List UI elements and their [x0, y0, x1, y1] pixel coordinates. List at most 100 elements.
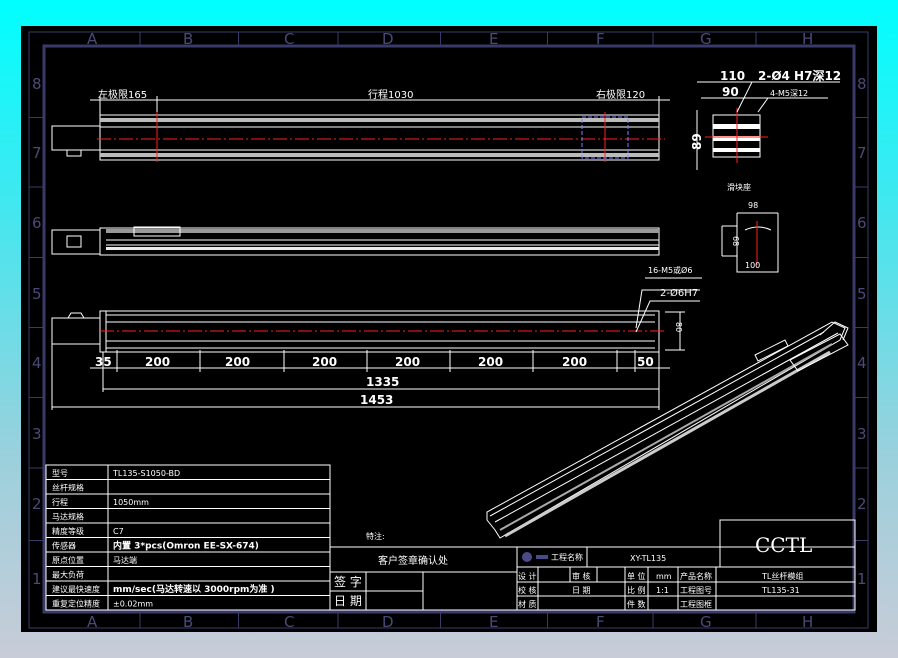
unit-label: 单 位: [627, 571, 646, 581]
top-view: 左极限165 行程1030 右极限120: [51, 88, 670, 162]
spec-label: 最大负荷: [52, 570, 84, 580]
front-view: [51, 226, 660, 256]
pitch-dimension-label: 200: [478, 355, 503, 369]
zone-row-label: 4: [32, 354, 42, 372]
height-89-label: 89: [690, 133, 704, 150]
spec-value: 内置 3*pcs(Omron EE-SX-674): [113, 540, 259, 552]
spec-label: 建议最快速度: [52, 584, 100, 594]
isometric-view: [486, 321, 849, 539]
zone-column-label: C: [284, 30, 294, 48]
zone-dividers: [29, 32, 868, 628]
zone-column-label: F: [596, 30, 605, 48]
drawing-number-label: 工程图号: [680, 586, 712, 595]
slider-label: 滑块座: [727, 182, 751, 192]
design-label: 设 计: [518, 571, 537, 581]
zone-column-label: A: [87, 30, 98, 48]
zone-row-label: 6: [32, 214, 42, 232]
pitch-dimension-label: 200: [562, 355, 587, 369]
title-block: CCTL 工程名称 XY-TL135 设 计 校 核 材 质 审 核 日 期 单…: [516, 519, 856, 611]
zone-row-label: 3: [32, 425, 42, 443]
spec-value: mm/sec(马达转速以 3000rpm为准 ): [113, 583, 275, 595]
pitch-dimension-label: 200: [225, 355, 250, 369]
pitch-dimension-label: 200: [312, 355, 337, 369]
material-label: 材 质: [518, 599, 537, 609]
left-limit-label: 左极限165: [98, 88, 147, 101]
zone-row-label: 7: [857, 144, 867, 162]
zone-row-label: 2: [857, 495, 867, 513]
project-name-label: 工程名称: [551, 552, 583, 562]
spec-label: 丝杆规格: [52, 483, 84, 493]
pin-note: 2-Ø6H7: [660, 287, 698, 299]
zone-row-label: 1: [857, 570, 867, 588]
scale-value: 1:1: [656, 586, 669, 595]
width-110-label: 110: [720, 69, 745, 83]
project-name: XY-TL135: [630, 554, 666, 563]
spec-label: 行程: [52, 497, 68, 507]
pitch-dimension-label: 200: [145, 355, 170, 369]
scale-label: 比 例: [627, 585, 646, 595]
spec-label: 原点位置: [52, 555, 84, 565]
drawing-frame: [42, 44, 856, 614]
right-limit-label: 右极限120: [596, 88, 645, 101]
zone-column-label: D: [382, 613, 394, 631]
spec-value: ±0.02mm: [113, 600, 153, 609]
zone-row-label: 1: [32, 570, 42, 588]
zone-column-label: E: [489, 30, 498, 48]
zone-column-label: B: [183, 30, 193, 48]
drawing-number: TL135-31: [761, 586, 800, 595]
zone-column-label: H: [802, 30, 813, 48]
company-logo: CCTL: [755, 533, 812, 557]
customer-confirmation-block: 特注: 客户签章确认处 签 字 日 期: [329, 531, 518, 611]
zone-column-label: B: [183, 613, 193, 631]
date-label: 日 期: [334, 594, 362, 608]
approve-label: 日 期: [572, 586, 591, 595]
check-label: 校 核: [518, 585, 537, 595]
zone-column-label: G: [700, 613, 712, 631]
zone-row-label: 8: [857, 75, 867, 93]
zone-column-label: G: [700, 30, 712, 48]
zone-row-label: 5: [32, 285, 42, 303]
zone-row-label: 4: [857, 354, 867, 372]
zone-column-label: F: [596, 613, 605, 631]
zone-row-label: 2: [32, 495, 42, 513]
zone-row-label: 3: [857, 425, 867, 443]
customer-confirm-title: 客户签章确认处: [378, 554, 448, 567]
spec-label: 传感器: [52, 541, 76, 551]
spec-value: C7: [113, 527, 124, 536]
spec-value: 马达端: [113, 555, 137, 565]
product-name: TL丝杆模组: [761, 571, 803, 581]
spec-value: TL135-S1050-BD: [112, 469, 180, 478]
carriage-outline: [581, 116, 629, 159]
unit-value: mm: [656, 572, 672, 581]
length-1335-label: 1335: [366, 375, 399, 389]
drawing-frame-label: 工程图框: [680, 599, 712, 609]
sign-label: 签 字: [334, 574, 362, 589]
thread-note: 4-M5深12: [770, 89, 808, 98]
special-note-label: 特注:: [366, 531, 385, 541]
product-name-label: 产品名称: [680, 571, 712, 581]
width-90-label: 90: [722, 85, 739, 99]
zone-row-label: 7: [32, 144, 42, 162]
hole-note: 16-M5或Ø6: [648, 265, 692, 275]
stroke-label: 行程1030: [368, 88, 413, 101]
spec-label: 重复定位精度: [52, 599, 100, 609]
spec-label: 精度等级: [52, 526, 84, 536]
spec-label: 马达规格: [52, 512, 84, 522]
zone-row-label: 8: [32, 75, 42, 93]
zone-column-label: E: [489, 613, 498, 631]
pitch-dimension-label: 200: [395, 355, 420, 369]
hole-note: 2-Ø4 H7深12: [758, 68, 841, 83]
height-80-label: 80: [674, 322, 683, 332]
length-1453-label: 1453: [360, 393, 393, 407]
zone-row-label: 6: [857, 214, 867, 232]
spec-value: 1050mm: [113, 498, 149, 507]
end-view-detail: 110 90 2-Ø4 H7深12 4-M5深12 89 滑块座 98 68 1…: [690, 68, 841, 273]
spec-label: 型号: [52, 469, 68, 478]
quantity-label: 件 数: [627, 599, 646, 609]
height-68-label: 68: [731, 236, 740, 246]
zone-row-label: 5: [857, 285, 867, 303]
